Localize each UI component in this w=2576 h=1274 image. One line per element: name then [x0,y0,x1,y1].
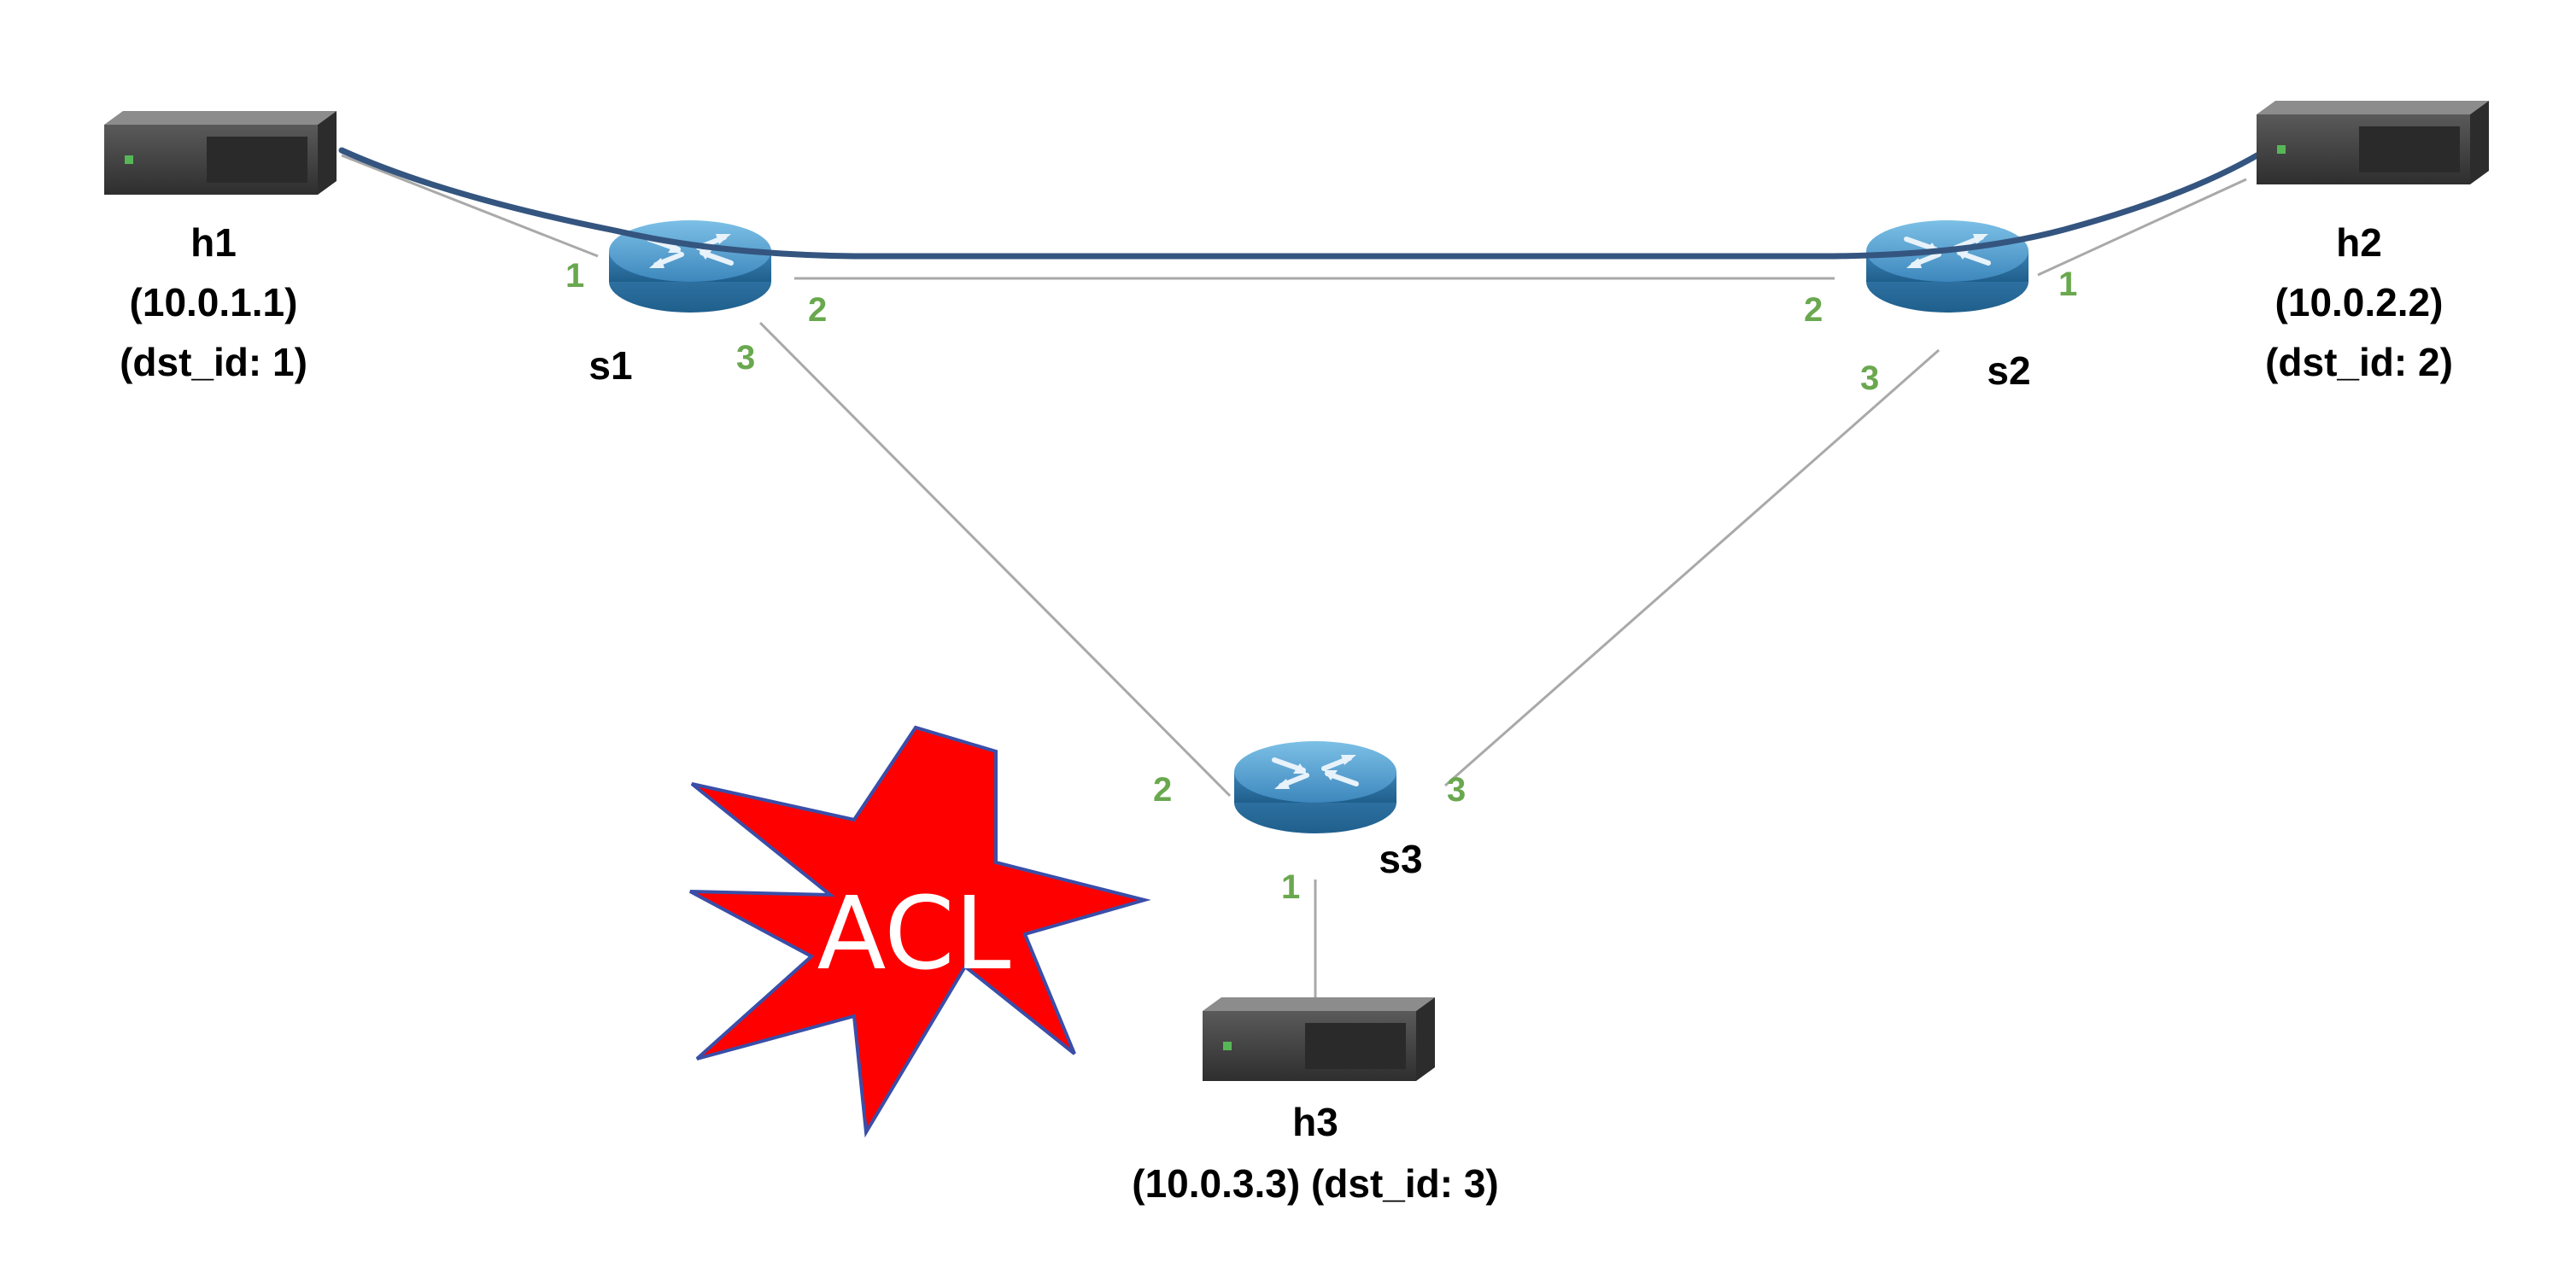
path-curve-h1-h2 [338,147,2263,260]
port-s3-h3: 1 [1281,868,1300,906]
port-s2-h2: 1 [2058,266,2077,303]
switch-s2-name: s2 [1987,348,2030,393]
port-s2-s1: 2 [1804,291,1823,329]
host-h2-dst-id: (dst_id: 2) [2265,340,2453,384]
acl-starburst-icon [689,725,1151,1138]
port-s3-s2: 3 [1447,771,1466,809]
port-s1-s2: 2 [808,291,827,329]
link-s1-s3 [758,321,1232,798]
host-h2-icon [2257,101,2489,184]
link-s2-h2 [2037,178,2247,277]
switch-s3-name: s3 [1379,837,1422,881]
host-h1-name: h1 [190,220,237,265]
port-s3-s1: 2 [1153,771,1172,809]
host-h1-dst-id: (dst_id: 1) [120,340,307,384]
host-h1-ip: (10.0.1.1) [130,280,298,324]
host-h2-name: h2 [2336,220,2382,265]
acl-label: ACL [817,874,1011,992]
port-s1-s3: 3 [736,339,755,377]
host-h2-ip: (10.0.2.2) [2275,280,2444,324]
link-s2-s3 [1444,348,1940,787]
host-h3-ip-dst-id: (10.0.3.3) (dst_id: 3) [1132,1161,1498,1206]
port-s1-h1: 1 [565,257,584,295]
host-h3-icon [1203,997,1435,1081]
host-h1-icon [104,111,337,195]
host-h3-name: h3 [1292,1100,1338,1144]
switch-s3-icon [1234,741,1396,833]
link-h1-s1 [341,154,599,258]
switch-s2-icon [1866,220,2029,313]
port-s2-s3: 3 [1860,359,1879,397]
switch-s1-name: s1 [588,343,632,388]
